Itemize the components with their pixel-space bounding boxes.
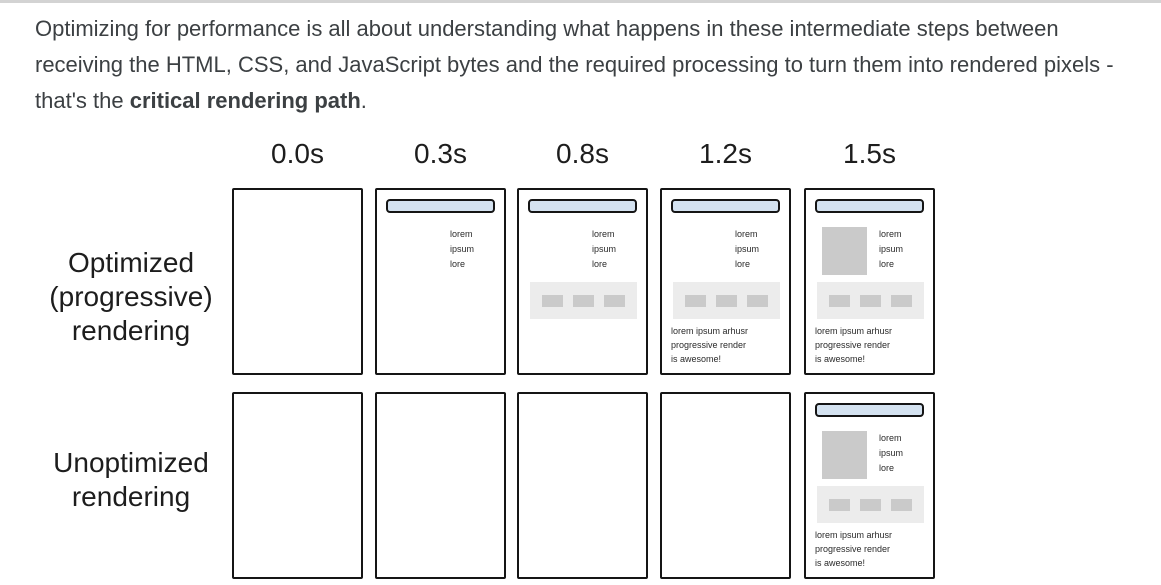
time-label-0.3s: 0.3s <box>414 138 467 169</box>
lorem-text: lorem ipsum lore <box>879 227 903 272</box>
row-label-unoptimized: Unoptimized rendering <box>0 446 262 514</box>
intro-text-after: . <box>360 88 367 113</box>
caption-line: progressive render <box>671 340 747 350</box>
lorem-line: lorem <box>879 229 902 239</box>
lorem-line: lore <box>879 463 895 473</box>
lorem-line: lore <box>879 259 895 269</box>
lorem-line: ipsum <box>735 244 760 254</box>
frame-optimized-1.5s: lorem ipsum lore lorem ipsum arhusr prog… <box>804 188 935 375</box>
header-bar-placeholder <box>386 199 495 213</box>
lorem-line: ipsum <box>879 448 904 458</box>
frame-unoptimized-0.3s <box>375 392 506 579</box>
lorem-line: lorem <box>592 229 615 239</box>
band-chip <box>747 294 768 307</box>
lorem-line: lorem <box>879 433 902 443</box>
row-label-line: (progressive) <box>49 281 213 312</box>
caption-line: is awesome! <box>815 354 866 364</box>
row-label-line: rendering <box>71 315 191 346</box>
lorem-text: lorem ipsum lore <box>735 227 759 272</box>
caption-line: lorem ipsum arhusr <box>815 326 893 336</box>
caption-line: progressive render <box>815 340 891 350</box>
frame-optimized-0.3s: lorem ipsum lore <box>375 188 506 375</box>
image-placeholder <box>822 431 867 479</box>
caption-line: progressive render <box>815 544 891 554</box>
band-chip <box>860 498 881 511</box>
button-row-placeholder <box>530 282 637 319</box>
band-chip <box>542 294 563 307</box>
row-label-line: rendering <box>71 481 191 512</box>
header-bar-placeholder <box>815 199 924 213</box>
button-row-placeholder <box>817 486 924 523</box>
lorem-text: lorem ipsum lore <box>879 431 903 476</box>
time-label-1.5s: 1.5s <box>843 138 896 169</box>
row-label-line: Optimized <box>67 247 195 278</box>
time-label-0.0s: 0.0s <box>271 138 324 169</box>
lorem-line: lore <box>450 259 466 269</box>
band-chip <box>829 498 850 511</box>
lorem-text: lorem ipsum lore <box>592 227 616 272</box>
lorem-line: lorem <box>735 229 758 239</box>
lorem-line: ipsum <box>450 244 475 254</box>
intro-bold-term: critical rendering path <box>129 88 361 113</box>
caption-text: lorem ipsum arhusr progressive render is… <box>671 324 748 366</box>
header-bar-placeholder <box>815 403 924 417</box>
lorem-text: lorem ipsum lore <box>450 227 474 272</box>
band-chip <box>716 294 737 307</box>
row-label-optimized: Optimized (progressive) rendering <box>0 246 262 348</box>
intro-paragraph: Optimizing for performance is all about … <box>35 11 1137 119</box>
band-chip <box>685 294 706 307</box>
band-chip <box>891 498 912 511</box>
button-row-placeholder <box>673 282 780 319</box>
band-chip <box>604 294 625 307</box>
frame-unoptimized-0.8s <box>517 392 648 579</box>
band-chip <box>891 294 912 307</box>
time-label-1.2s: 1.2s <box>699 138 752 169</box>
header-bar-placeholder <box>528 199 637 213</box>
lorem-line: ipsum <box>879 244 904 254</box>
frame-unoptimized-1.2s <box>660 392 791 579</box>
header-bar-placeholder <box>671 199 780 213</box>
button-row-placeholder <box>817 282 924 319</box>
lorem-line: lore <box>735 259 751 269</box>
time-label-0.8s: 0.8s <box>556 138 609 169</box>
frame-unoptimized-0.0s <box>232 392 363 579</box>
caption-text: lorem ipsum arhusr progressive render is… <box>815 528 892 570</box>
image-placeholder <box>822 227 867 275</box>
top-divider <box>0 0 1161 3</box>
intro-text-before: Optimizing for performance is all about … <box>35 16 1114 113</box>
frame-unoptimized-1.5s: lorem ipsum lore lorem ipsum arhusr prog… <box>804 392 935 579</box>
caption-line: is awesome! <box>815 558 866 568</box>
caption-text: lorem ipsum arhusr progressive render is… <box>815 324 892 366</box>
band-chip <box>573 294 594 307</box>
band-chip <box>829 294 850 307</box>
lorem-line: lore <box>592 259 608 269</box>
row-label-line: Unoptimized <box>53 447 209 478</box>
frame-optimized-0.8s: lorem ipsum lore <box>517 188 648 375</box>
caption-line: lorem ipsum arhusr <box>671 326 749 336</box>
lorem-line: ipsum <box>592 244 617 254</box>
frame-optimized-1.2s: lorem ipsum lore lorem ipsum arhusr prog… <box>660 188 791 375</box>
caption-line: lorem ipsum arhusr <box>815 530 893 540</box>
band-chip <box>860 294 881 307</box>
caption-line: is awesome! <box>671 354 722 364</box>
lorem-line: lorem <box>450 229 473 239</box>
frame-optimized-0.0s <box>232 188 363 375</box>
